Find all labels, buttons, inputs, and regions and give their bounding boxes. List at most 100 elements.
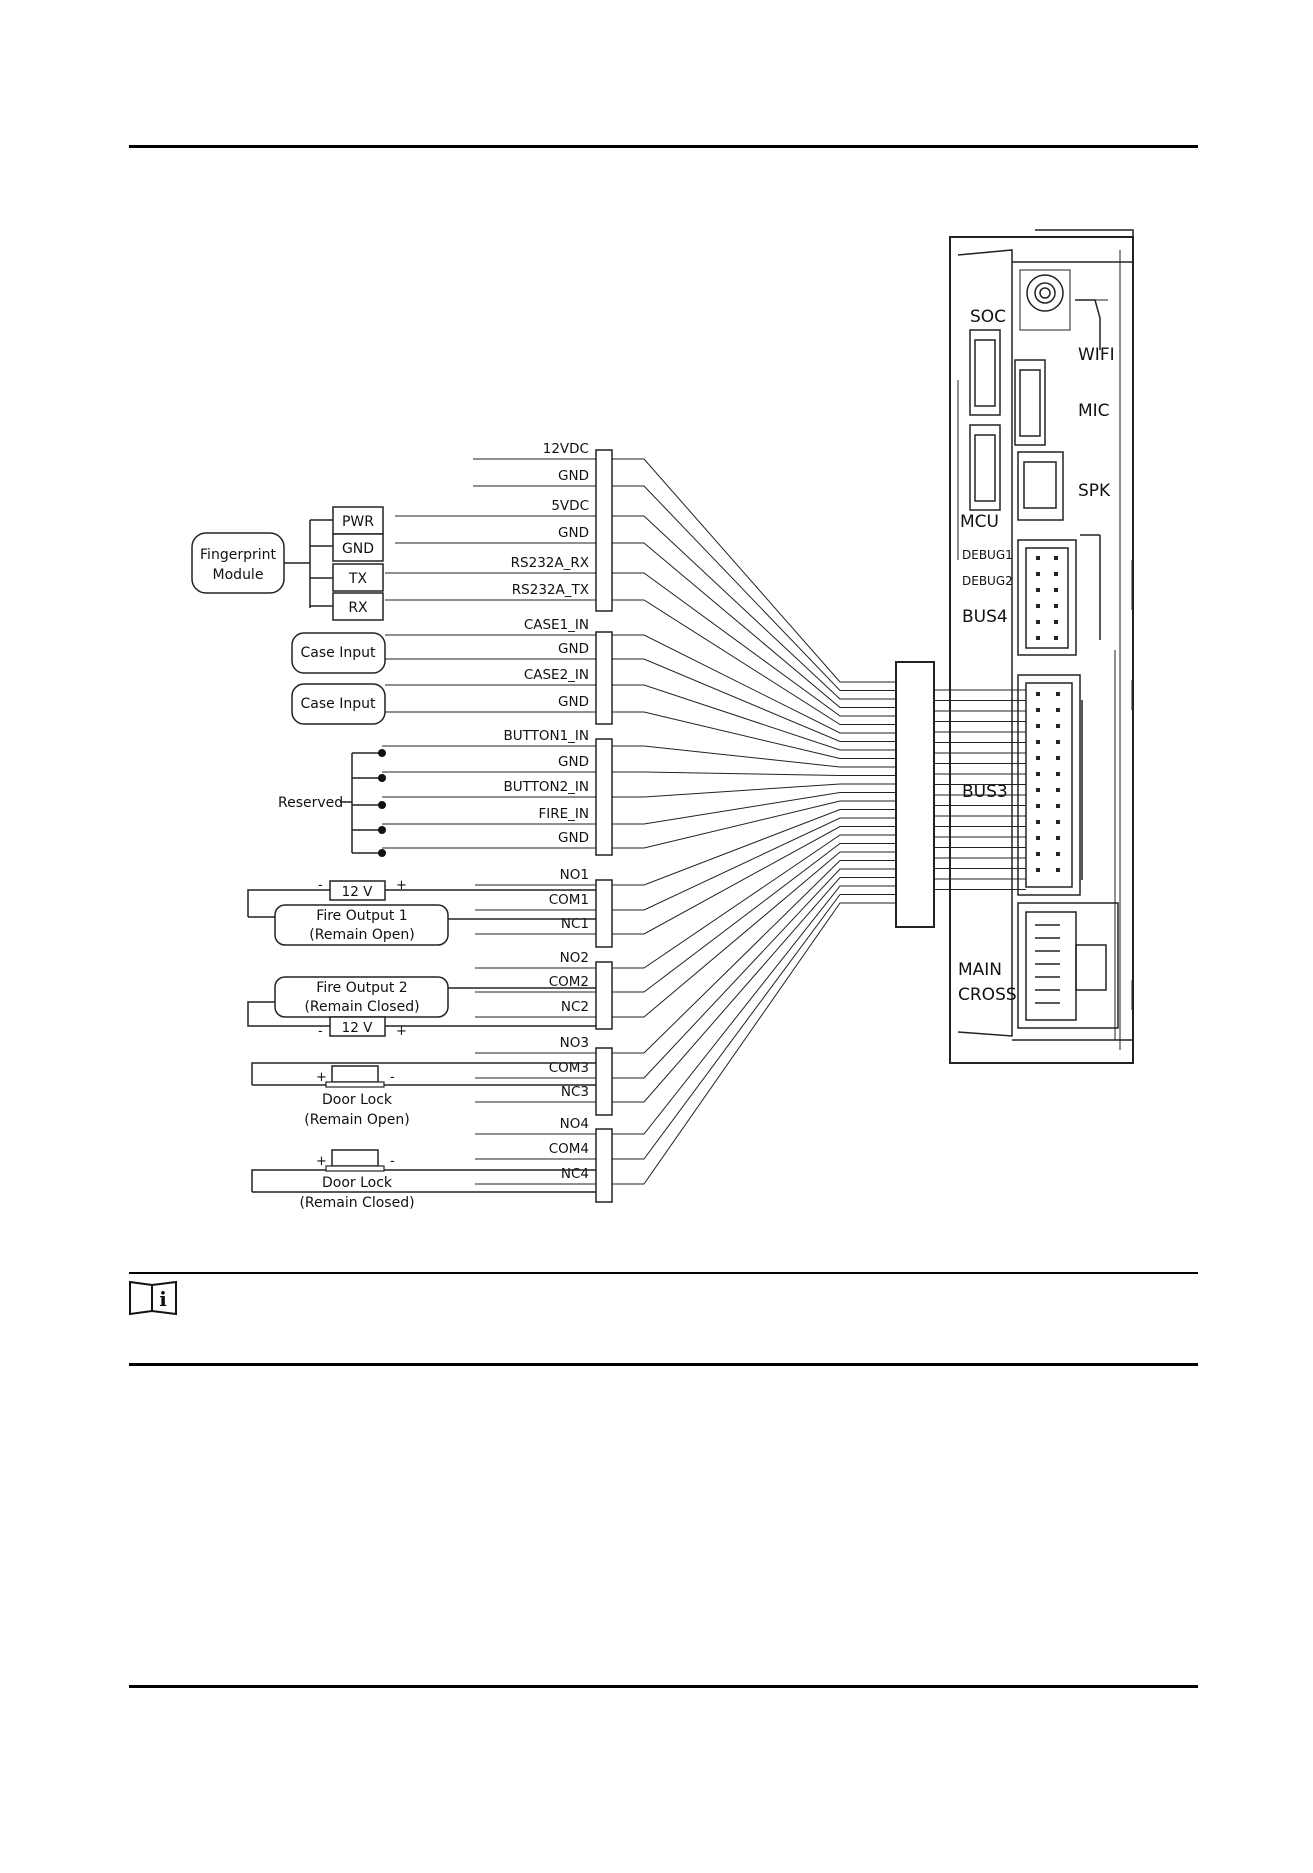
case-inputs: Case Input Case Input	[291, 632, 386, 725]
fire2-label-2: (Remain Closed)	[304, 999, 419, 1015]
fp-pin-gnd: GND	[342, 541, 374, 557]
debug1-label: DEBUG1	[962, 548, 1013, 562]
terminal-labels: 12VDCGND5VDCGNDRS232A_RXRS232A_TXCASE1_I…	[503, 441, 589, 1182]
bus4-pins-pin	[1036, 620, 1040, 624]
terminal-label-5: RS232A_TX	[512, 582, 589, 598]
device-housing	[949, 229, 1134, 1064]
terminal-label-15: NO1	[560, 867, 589, 883]
bus3-pins-pin	[1056, 692, 1060, 696]
bus3-pins-pin	[1056, 708, 1060, 712]
fingerprint-module: Fingerprint Module PWR GND TX RX	[191, 506, 384, 621]
fan-wire-18	[612, 834, 896, 969]
info-note-icon: i	[129, 1280, 177, 1316]
fan-wire-12	[612, 783, 896, 798]
terminal-lines	[382, 458, 596, 1185]
wiring-diagram: SOC WIFI MIC SPK MCU DEBUG1 DEBUG2 BUS4 …	[191, 229, 1134, 1211]
fan-wire-25	[612, 894, 896, 1160]
bus4-pins-pin	[1054, 588, 1058, 592]
bus3-pins-pin	[1056, 772, 1060, 776]
fire1-plus: +	[396, 878, 407, 893]
door-lock-2: + - Door Lock (Remain Closed)	[251, 1149, 596, 1211]
note-top-rule	[129, 1272, 1198, 1274]
bus3-pins-pin	[1036, 756, 1040, 760]
fire2-supply-label: 12 V	[342, 1020, 373, 1036]
reserved-label: Reserved	[278, 795, 343, 811]
terminal-label-20: NC2	[561, 999, 589, 1015]
lock2-label-1: Door Lock	[322, 1175, 393, 1191]
lock2-label-2: (Remain Closed)	[299, 1195, 414, 1211]
harness-plug	[895, 661, 935, 928]
header-rule	[129, 145, 1198, 148]
terminal-label-25: COM4	[549, 1141, 589, 1157]
bus4-pins-pin	[1054, 636, 1058, 640]
bus3-pins-pin	[1056, 852, 1060, 856]
bus3-pins-pin	[1036, 772, 1040, 776]
bus3-pins-pin	[1036, 820, 1040, 824]
fan-wire-4	[612, 572, 896, 717]
fan-wire-7	[612, 658, 896, 742]
door-lock-1: + - Door Lock (Remain Open)	[251, 1062, 596, 1128]
bus3-pins-pin	[1036, 692, 1040, 696]
fan-wire-8	[612, 684, 896, 751]
bus4-pins-pin	[1036, 636, 1040, 640]
fire2-minus: -	[318, 1024, 323, 1039]
bus3-pins-pin	[1036, 804, 1040, 808]
fire-output-1: 12 V - + Fire Output 1 (Remain Open)	[247, 878, 596, 946]
fan-wire-20	[612, 851, 896, 1018]
fire1-supply-label: 12 V	[342, 884, 373, 900]
bus3-pins-pin	[1036, 740, 1040, 744]
terminal-label-23: NC3	[561, 1084, 589, 1100]
fan-wire-9	[612, 711, 896, 759]
terminal-label-7: GND	[558, 641, 589, 657]
bus3-pins-pin	[1056, 724, 1060, 728]
lock1-plus: +	[316, 1070, 327, 1085]
svg-text:i: i	[159, 1287, 167, 1311]
bus3-pins-pin	[1056, 836, 1060, 840]
fp-pin-pwr: PWR	[342, 514, 374, 530]
fan-wire-21	[612, 860, 896, 1054]
fan-wire-10	[612, 745, 896, 768]
terminal-label-26: NC4	[561, 1166, 589, 1182]
bus4-label: BUS4	[962, 607, 1008, 627]
bus4-pins-pin	[1054, 556, 1058, 560]
fan-wire-5	[612, 599, 896, 725]
bus4-pins-pin	[1054, 620, 1058, 624]
fingerprint-label-1: Fingerprint	[200, 547, 276, 563]
fan-wire-11	[612, 771, 896, 776]
note-bottom-rule	[129, 1363, 1198, 1366]
fire1-label-2: (Remain Open)	[309, 927, 414, 943]
bus4-pins-pin	[1036, 572, 1040, 576]
terminal-label-19: COM2	[549, 974, 589, 990]
terminal-label-6: CASE1_IN	[524, 617, 589, 633]
terminal-label-24: NO4	[560, 1116, 589, 1132]
main-label: MAIN	[958, 960, 1002, 980]
bus4-pins-pin	[1036, 604, 1040, 608]
fire2-plus: +	[396, 1024, 407, 1039]
bus4-pins-pin	[1054, 604, 1058, 608]
case-input-1-label: Case Input	[301, 645, 376, 661]
bus4-pins-pin	[1054, 572, 1058, 576]
bus3-pins	[1036, 692, 1060, 872]
bus3-pins-pin	[1056, 868, 1060, 872]
debug2-label: DEBUG2	[962, 574, 1013, 588]
terminal-blocks	[595, 449, 613, 1203]
reserved-group: Reserved	[278, 749, 386, 857]
terminal-label-8: CASE2_IN	[524, 667, 589, 683]
soc-label: SOC	[970, 307, 1006, 327]
lock1-minus: -	[390, 1070, 395, 1085]
terminal-label-2: 5VDC	[551, 498, 589, 514]
fan-wire-0	[612, 458, 896, 683]
fan-wire-1	[612, 485, 896, 691]
fan-wire-3	[612, 542, 896, 708]
terminal-label-13: FIRE_IN	[539, 806, 590, 822]
bus3-pins-pin	[1056, 756, 1060, 760]
lock2-minus: -	[390, 1154, 395, 1169]
bus3-pins-pin	[1056, 740, 1060, 744]
fan-wire-17	[612, 826, 896, 935]
terminal-label-10: BUTTON1_IN	[503, 728, 589, 744]
bus3-pins-pin	[1036, 836, 1040, 840]
fingerprint-label-2: Module	[213, 567, 264, 583]
fire2-label-1: Fire Output 2	[316, 980, 407, 996]
wifi-label: WIFI	[1078, 345, 1115, 365]
lock1-label-1: Door Lock	[322, 1092, 393, 1108]
